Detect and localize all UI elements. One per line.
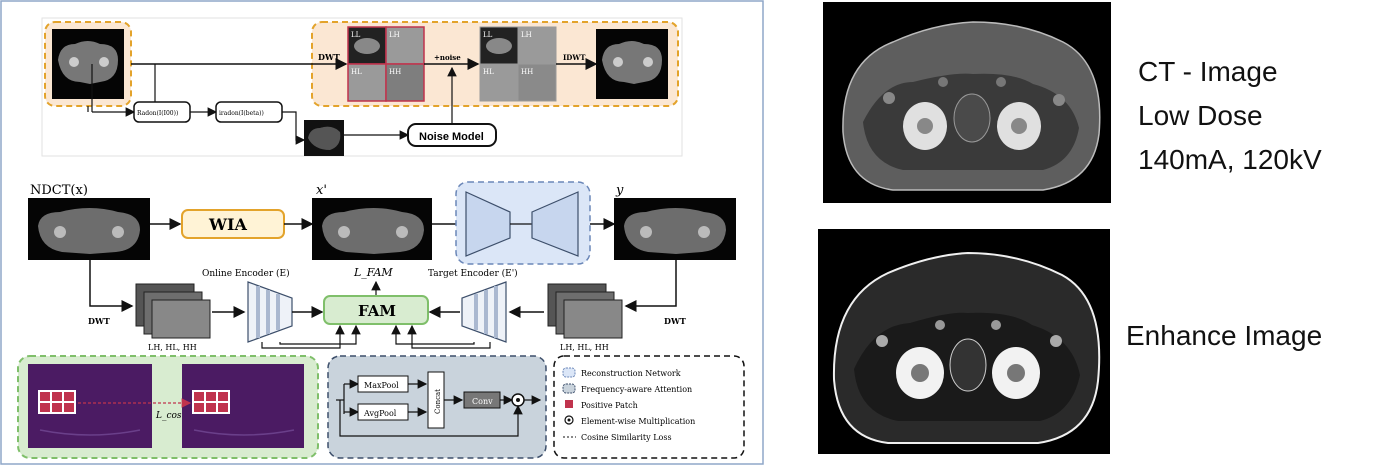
subbands-left — [135, 283, 211, 339]
bottom-pipeline: NDCT(x) WIA x' y Online Encoder (E) — [28, 181, 736, 352]
patch-panel: L_cos — [17, 355, 319, 459]
bands-left-label: LH, HL, HH — [148, 343, 197, 352]
idwt-label-top: IDWT — [563, 53, 586, 62]
positive-patch-left — [38, 390, 76, 414]
output-ct-thumb — [596, 29, 668, 99]
loss-fam-label: L_FAM — [353, 266, 393, 279]
cos-loss-label: L_cos — [155, 411, 182, 421]
subbands-right — [547, 283, 623, 339]
caption-dose-params: 140mA, 120kV — [1138, 144, 1322, 175]
online-encoder — [247, 281, 293, 343]
xprime-image — [312, 198, 432, 260]
caption-ct-image: CT - Image — [1138, 56, 1278, 87]
ndct-label: NDCT(x) — [30, 183, 88, 198]
xprime-label: x' — [316, 183, 327, 198]
ndct-image — [28, 198, 150, 260]
radon-label: Radon(I(I00)) — [137, 110, 178, 117]
dwt-label-top: DWT — [318, 52, 340, 62]
legend: Reconstruction Network Frequency-aware A… — [553, 355, 745, 459]
concat-label: Concat — [434, 389, 442, 414]
noise-ct-thumb — [304, 120, 344, 156]
wavelet-tiles-right: LL LH HL HH — [479, 26, 557, 102]
architecture-diagram: DWT LL LH HL HH +noise LL LH HL HH — [0, 0, 764, 465]
tile-hh-right: HH — [521, 68, 533, 76]
tile-hh-left: HH — [389, 68, 401, 76]
tile-hl-right: HL — [483, 68, 494, 76]
iradon-label: iradon(I(beta)) — [219, 110, 264, 117]
tile-hl-left: HL — [351, 68, 362, 76]
ct-image-low-dose — [823, 2, 1111, 203]
online-encoder-label: Online Encoder (E) — [202, 268, 290, 279]
tile-lh-right: LH — [521, 31, 532, 39]
noise-model-label: Noise Model — [419, 131, 484, 143]
legend-item-4: Cosine Similarity Loss — [581, 433, 672, 442]
tile-ll-left: LL — [351, 31, 361, 39]
reconstruction-swatch-icon — [562, 367, 576, 378]
attention-swatch-icon — [562, 383, 576, 394]
top-pipeline: DWT LL LH HL HH +noise LL LH HL HH — [41, 17, 683, 157]
legend-item-2: Positive Patch — [581, 401, 638, 410]
positive-patch-swatch-icon — [565, 400, 573, 408]
caption-enhance-image: Enhance Image — [1126, 320, 1323, 351]
avgpool-label: AvgPool — [363, 409, 397, 418]
legend-item-1: Frequency-aware Attention — [581, 385, 692, 394]
elementwise-legend-icon — [564, 415, 574, 425]
y-label: y — [615, 183, 624, 198]
conv-label: Conv — [472, 397, 493, 406]
bands-right-label: LH, HL, HH — [560, 343, 609, 352]
wavelet-tiles-left: LL LH HL HH — [347, 26, 425, 102]
elementwise-mult-icon — [511, 393, 525, 407]
fam-box — [323, 295, 429, 325]
ct-image-enhanced — [818, 229, 1110, 454]
y-image — [614, 198, 736, 260]
input-ct-thumb — [52, 29, 124, 99]
target-encoder — [461, 281, 507, 343]
caption-low-dose: Low Dose — [1138, 100, 1263, 131]
maxpool-label: MaxPool — [364, 381, 399, 390]
fam-label: FAM — [358, 302, 396, 320]
legend-item-0: Reconstruction Network — [581, 369, 681, 378]
attention-detail-panel: MaxPool AvgPool Concat Conv — [327, 355, 547, 459]
dwt-right-label: DWT — [664, 316, 686, 326]
tile-lh-left: LH — [389, 31, 400, 39]
wia-label: WIA — [208, 215, 247, 234]
tile-ll-right: LL — [483, 31, 493, 39]
dwt-left-label: DWT — [88, 316, 110, 326]
legend-item-3: Element-wise Multiplication — [581, 417, 695, 426]
target-encoder-label: Target Encoder (E') — [428, 268, 518, 279]
positive-patch-right — [192, 390, 230, 414]
noise-op-label: +noise — [434, 53, 461, 62]
